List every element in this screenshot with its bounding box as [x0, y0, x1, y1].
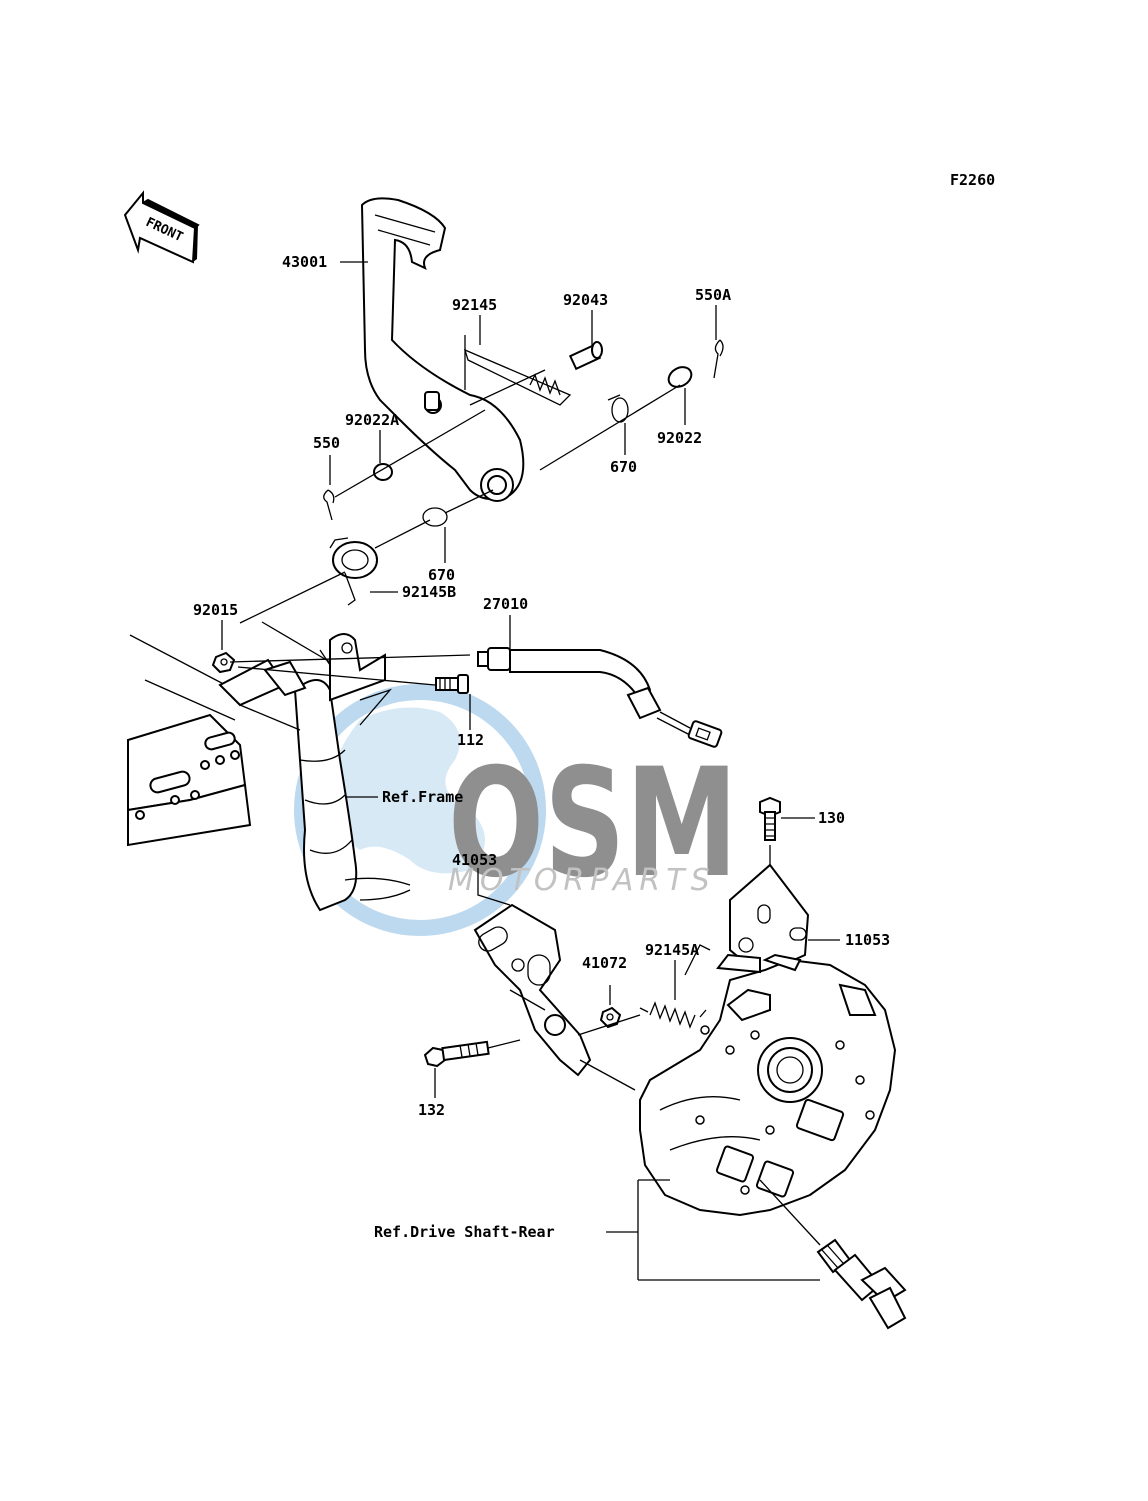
label-27010: 27010	[483, 595, 528, 613]
housing-boss-2	[762, 953, 802, 972]
lever-41053	[473, 903, 592, 1077]
washer-92022	[667, 366, 693, 388]
washer-92022A	[373, 463, 393, 481]
spring-92145A	[639, 1001, 707, 1029]
label-11053: 11053	[845, 931, 890, 949]
label-92145: 92145	[452, 296, 497, 314]
label-92145B: 92145B	[402, 583, 456, 601]
label-670-lower: 670	[428, 566, 455, 584]
label-41072: 41072	[582, 954, 627, 972]
nut-92015	[211, 651, 236, 674]
watermark-sub: MOTORPARTS	[448, 863, 716, 898]
cotter-pin-550A	[713, 339, 724, 379]
brake-pedal	[360, 197, 525, 502]
label-92145A: 92145A	[645, 941, 699, 959]
leader-ref-drive	[606, 1179, 820, 1281]
front-arrow-icon: FRONT	[123, 190, 200, 264]
ring-670-lower	[422, 507, 448, 527]
frame	[127, 633, 411, 912]
axis-lever-housing	[579, 1059, 636, 1091]
drive-shaft	[759, 1179, 907, 1330]
label-92043: 92043	[563, 291, 608, 309]
label-550A: 550A	[695, 286, 731, 304]
label-130: 130	[818, 809, 845, 827]
label-670-upper: 670	[610, 458, 637, 476]
leader-92015-axis	[229, 654, 471, 663]
label-550: 550	[313, 434, 340, 452]
label-132: 132	[418, 1101, 445, 1119]
watermark-globe-icon	[294, 684, 546, 936]
brake-switch-27010	[477, 647, 723, 748]
drive-shaft-housing	[639, 958, 897, 1217]
label-112: 112	[457, 731, 484, 749]
axis-132	[487, 1039, 521, 1049]
label-92015: 92015	[193, 601, 238, 619]
assembly-lines-upper	[239, 335, 681, 663]
bracket-11053	[729, 863, 810, 977]
cotter-pin-550	[323, 489, 335, 521]
leader-41053	[477, 868, 511, 906]
leader-92145A-curve	[684, 944, 711, 976]
label-92022: 92022	[657, 429, 702, 447]
watermark-globe-land	[333, 707, 485, 874]
pin-92043	[568, 341, 603, 371]
label-ref-drive-shaft-rear: Ref.Drive Shaft-Rear	[374, 1223, 555, 1241]
label-41053: 41053	[452, 851, 497, 869]
label-43001: 43001	[282, 253, 327, 271]
bolt-130	[759, 796, 781, 841]
bolt-132	[423, 1040, 490, 1068]
watermark-brand: OSM	[448, 737, 738, 911]
return-spring-92145B	[329, 537, 378, 606]
axis-spring	[577, 1014, 641, 1036]
part-labels: 43001 92145 92043 550A 92022A 550 670 92…	[193, 253, 890, 1119]
nut-41072	[599, 1006, 622, 1029]
watermark: OSM MOTORPARTS	[294, 684, 738, 936]
housing-boss	[716, 953, 761, 974]
diagram-code: F2260	[950, 171, 995, 189]
label-92022A: 92022A	[345, 411, 399, 429]
leader-112-axis	[237, 666, 436, 686]
spring-92145	[463, 348, 572, 406]
label-leaders	[221, 261, 717, 1005]
bolt-112	[435, 674, 469, 694]
label-ref-frame: Ref.Frame	[382, 788, 463, 806]
